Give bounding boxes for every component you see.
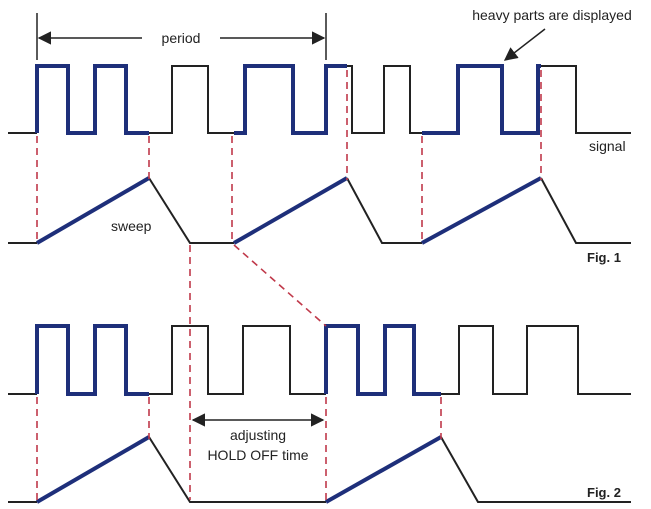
fig1-sweep-retrace-1 (148, 177, 234, 244)
fig2-signal-heavy (35, 324, 441, 396)
fig2-sweep-retrace-2 (440, 436, 631, 503)
fig2-sweep-heavy (35, 435, 442, 504)
fig1-sweep-ramp-3 (421, 176, 542, 245)
holdoff-dimension: adjusting HOLD OFF time (191, 413, 325, 463)
fig1-sweep-heavy (35, 176, 542, 245)
fig1-signal-displayed-segment-3 (422, 64, 541, 135)
fig2-sweep-ramp-2 (325, 435, 442, 504)
fig2-sweep-ramp-1 (35, 435, 151, 504)
fig1-signal-heavy (35, 64, 541, 135)
fig1-sweep-ramp-2 (233, 176, 348, 245)
alignment-guides (36, 70, 542, 500)
fig2-signal-displayed-segment-2 (324, 324, 441, 396)
heavy-parts-pointer (503, 28, 546, 61)
period-dimension: period (36, 13, 327, 60)
fig2-signal-undisplayed-pulses-1 (149, 325, 326, 395)
fig2-sweep-retrace-1 (148, 436, 326, 503)
holdoff-label-line1: adjusting (230, 427, 286, 443)
fig1-sweep-light (8, 177, 631, 244)
fig2-sweep-light (8, 436, 631, 503)
sweep-label: sweep (111, 218, 152, 234)
fig1-signal-undisplayed-pulse-1 (149, 65, 234, 134)
fig1-sweep-ramp-1 (35, 176, 151, 245)
fig1-sweep-retrace-2 (346, 177, 422, 244)
heavy-parts-callout: heavy parts are displayed (472, 7, 632, 61)
fig1-signal-undisplayed-pulse-3 (541, 65, 631, 134)
fig1-signal-displayed-segment-1 (35, 64, 149, 135)
guide-holdoff-slant (233, 244, 327, 327)
period-label: period (162, 30, 201, 46)
fig1-signal-undisplayed-pulse-2 (347, 65, 422, 134)
fig2-signal-displayed-segment-1 (35, 324, 149, 396)
fig2-signal-light (8, 325, 631, 395)
fig1-signal-light (8, 65, 631, 134)
fig1-label: Fig. 1 (587, 250, 621, 265)
fig2-signal-undisplayed-pulses-2 (441, 325, 631, 395)
heavy-parts-label: heavy parts are displayed (472, 7, 632, 23)
fig1-signal-displayed-segment-2 (234, 64, 347, 135)
fig1-sweep-retrace-3 (540, 177, 631, 244)
holdoff-label-line2: HOLD OFF time (207, 447, 308, 463)
fig2-label: Fig. 2 (587, 485, 621, 500)
signal-label: signal (589, 138, 626, 154)
